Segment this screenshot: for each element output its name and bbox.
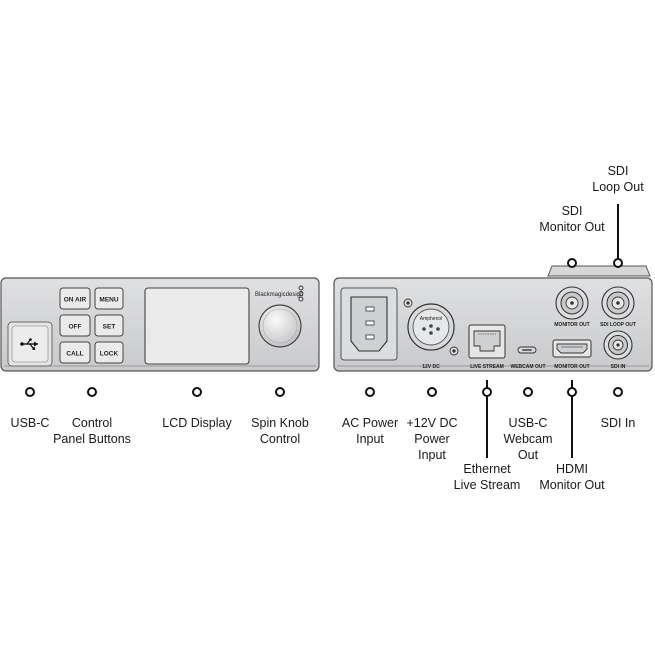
marker-control-panel: [87, 387, 97, 397]
spin-knob[interactable]: [258, 304, 302, 348]
button-menu-label: MENU: [99, 297, 118, 304]
port-label-sdi-loop: SDI LOOP OUT: [600, 322, 636, 328]
port-label-dc: 12V DC: [422, 364, 440, 370]
button-menu[interactable]: MENU: [94, 287, 124, 310]
callout-lcd-display: LCD Display: [162, 416, 232, 430]
callout-spin-knob: Spin Knob Control: [251, 416, 309, 446]
marker-sdi-monitor-out: [567, 258, 577, 268]
callout-usb-c: USB-C: [10, 416, 50, 430]
button-set[interactable]: SET: [94, 314, 124, 337]
button-call-label: CALL: [66, 351, 83, 358]
marker-hdmi: [567, 380, 577, 458]
callout-ethernet: Ethernet Live Stream: [453, 462, 521, 492]
callout-sdi-monitor-out: SDI Monitor Out: [539, 204, 605, 234]
button-on-air-label: ON AIR: [64, 297, 87, 304]
button-call[interactable]: CALL: [59, 341, 91, 364]
brand-logo-icon: [298, 285, 304, 302]
marker-spin-knob: [275, 387, 285, 397]
control-buttons: ON AIR MENU OFF SET CALL LOCK: [59, 287, 124, 364]
button-on-air[interactable]: ON AIR: [59, 287, 91, 310]
marker-dc-power: [427, 387, 437, 397]
xlr-brand-text: Amphenol: [420, 316, 443, 322]
lcd-display: [144, 287, 250, 365]
sdi-monitor-out-connector[interactable]: [555, 286, 589, 320]
callout-control-panel-buttons: Control Panel Buttons: [53, 416, 131, 446]
front-panel: ON AIR MENU OFF SET CALL LOCK: [0, 277, 320, 372]
callout-dc-power: +12V DC Power Input: [406, 416, 458, 462]
marker-ethernet: [482, 380, 492, 458]
callout-hdmi: HDMI Monitor Out: [539, 462, 605, 492]
marker-usb-c-webcam: [523, 387, 533, 397]
port-label-webcam: WEBCAM OUT: [511, 364, 546, 370]
ac-power-connector[interactable]: [340, 287, 398, 361]
usb-c-webcam-port[interactable]: [517, 346, 537, 354]
hdmi-port[interactable]: [552, 339, 592, 358]
marker-lcd: [192, 387, 202, 397]
marker-ac-power: [365, 387, 375, 397]
button-lock-label: LOCK: [100, 351, 119, 358]
marker-usb-c: [25, 387, 35, 397]
marker-sdi-in: [613, 387, 623, 397]
usb-icon: [20, 338, 38, 350]
callout-usb-c-webcam: USB-C Webcam Out: [503, 416, 553, 462]
button-lock[interactable]: LOCK: [94, 341, 124, 364]
sdi-in-connector[interactable]: [603, 330, 633, 360]
callout-ac-power: AC Power Input: [341, 416, 399, 446]
ethernet-port[interactable]: [468, 324, 506, 359]
button-off-label: OFF: [69, 324, 82, 331]
marker-sdi-loop-out: [613, 204, 623, 268]
callout-sdi-in: SDI In: [600, 416, 636, 430]
port-label-sdi-monitor: MONITOR OUT: [554, 322, 589, 328]
rear-panel: Amphenol 12V DC LIVE STREAM WEBCAM OUT M…: [333, 265, 653, 372]
button-off[interactable]: OFF: [59, 314, 91, 337]
port-label-live-stream: LIVE STREAM: [470, 364, 504, 370]
front-usb-c-port[interactable]: [7, 321, 53, 367]
callout-sdi-loop-out: SDI Loop Out: [592, 164, 644, 194]
callout-markers: [25, 204, 623, 458]
port-label-sdi-in: SDI IN: [611, 364, 626, 370]
rear-enclosure-top: [547, 265, 651, 277]
sdi-loop-out-connector[interactable]: [601, 286, 635, 320]
port-label-hdmi: MONITOR OUT: [554, 364, 589, 370]
button-set-label: SET: [103, 324, 116, 331]
dc-power-connector[interactable]: Amphenol: [403, 298, 459, 356]
brand-logo-text: Blackmagicdesign: [255, 292, 303, 298]
